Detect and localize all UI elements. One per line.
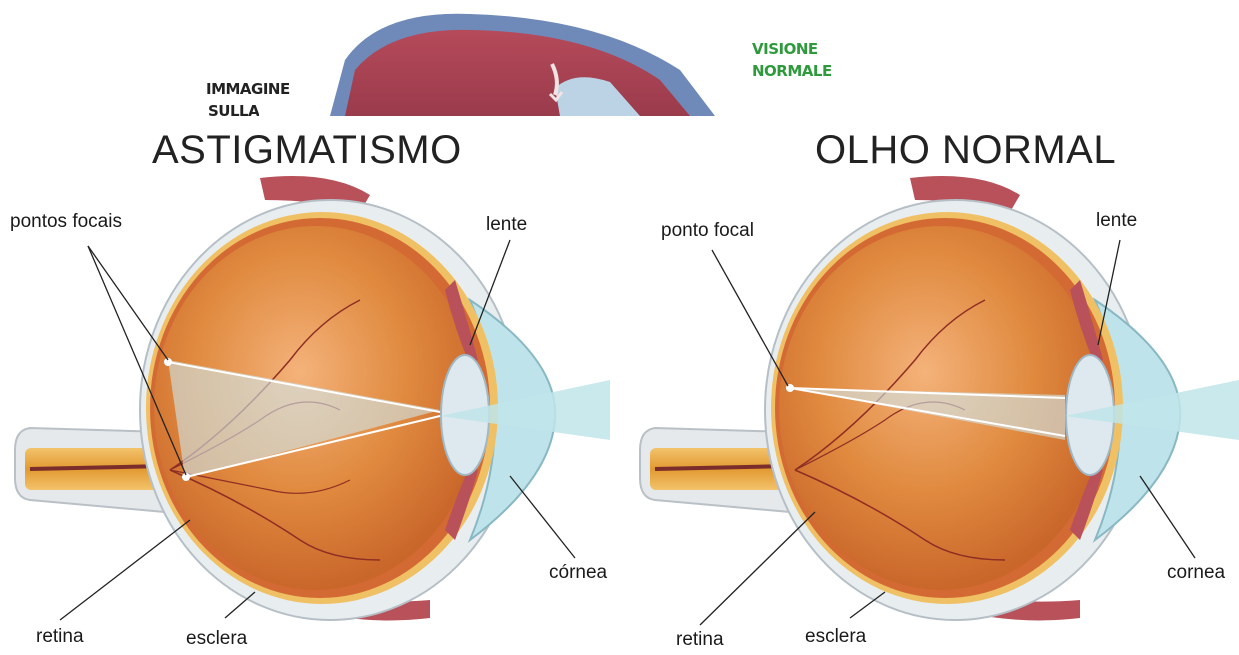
- label-retina-normal: retina: [676, 629, 724, 651]
- label-lens-normal: lente: [1096, 210, 1137, 232]
- label-sclera: esclera: [186, 628, 247, 650]
- eye-astigmatism: [15, 176, 610, 620]
- label-cornea-normal: cornea: [1167, 562, 1225, 584]
- label-retina: retina: [36, 626, 84, 648]
- title-astigmatism: ASTIGMATISMO: [152, 128, 462, 173]
- label-cornea: córnea: [549, 562, 607, 584]
- label-focal-point: ponto focal: [661, 220, 754, 242]
- top-strip-caption-left-1: IMMAGINE: [206, 80, 290, 98]
- title-normal: OLHO NORMAL: [815, 128, 1116, 173]
- top-strip-caption-right-2: NORMALE: [752, 62, 832, 80]
- top-strip-eye: [330, 14, 715, 116]
- label-sclera-normal: esclera: [805, 626, 866, 648]
- eye-normal: [640, 176, 1239, 620]
- label-lens: lente: [486, 214, 527, 236]
- top-strip-caption-left-2: SULLA: [208, 102, 259, 116]
- top-strip-caption-right-1: VISIONE: [752, 40, 818, 58]
- label-focal-points: pontos focais: [10, 211, 122, 233]
